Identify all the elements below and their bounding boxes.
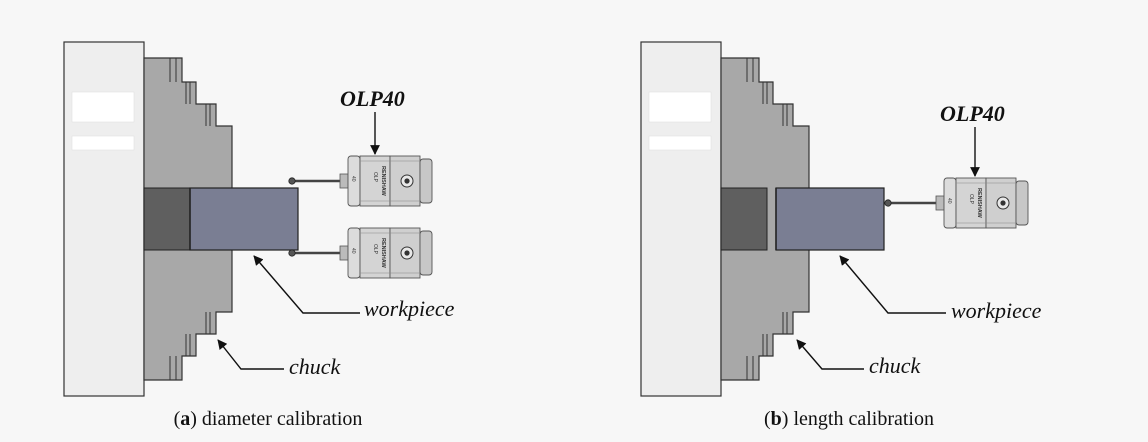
probe-marking-b: RENISHAW OLP 40	[946, 188, 982, 218]
probe-label-b: OLP40	[940, 101, 1005, 126]
workpiece-a	[189, 187, 299, 251]
workpiece-b	[775, 187, 885, 251]
svg-text:40: 40	[350, 176, 356, 182]
svg-text:OLP: OLP	[372, 172, 378, 183]
svg-text:40: 40	[350, 248, 356, 254]
svg-text:RENISHAW: RENISHAW	[976, 188, 982, 218]
probe-marking-upper-a: RENISHAW OLP 40	[350, 166, 386, 196]
caption-b: (b) length calibration	[764, 408, 934, 430]
caption-a: (a) diameter calibration	[174, 408, 363, 430]
panel-a: RENISHAW OLP 40 RENISHAW OLP 40 OLP40 wo…	[63, 41, 455, 430]
svg-text:40: 40	[946, 198, 952, 204]
chuck-label-b: chuck	[869, 353, 922, 378]
svg-text:RENISHAW: RENISHAW	[380, 166, 386, 196]
svg-text:OLP: OLP	[968, 194, 974, 205]
panel-b: RENISHAW OLP 40 OLP40 workpiece chuck (b…	[640, 41, 1042, 430]
workpiece-label-b: workpiece	[951, 298, 1042, 323]
svg-text:OLP: OLP	[372, 244, 378, 255]
workpiece-label-a: workpiece	[364, 296, 455, 321]
probe-marking-lower-a: RENISHAW OLP 40	[350, 238, 386, 268]
probe-lower-a	[287, 226, 434, 280]
probe-b	[883, 176, 1030, 230]
chuck-label-a: chuck	[289, 354, 342, 379]
probe-label-a: OLP40	[340, 86, 405, 111]
svg-text:RENISHAW: RENISHAW	[380, 238, 386, 268]
probe-upper-a	[287, 154, 434, 208]
